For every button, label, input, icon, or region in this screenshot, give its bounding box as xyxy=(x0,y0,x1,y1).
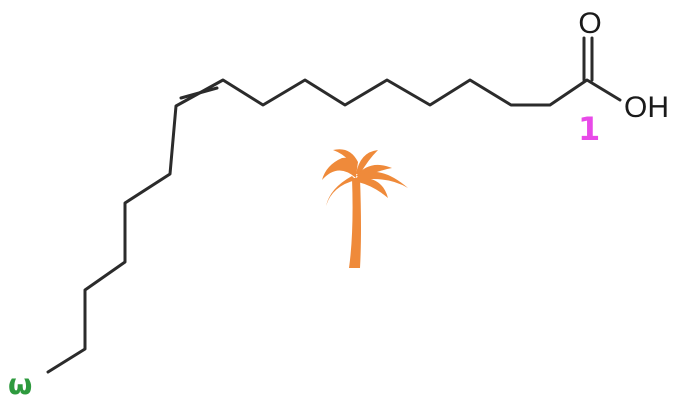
hydroxyl-label: OH xyxy=(624,91,669,124)
cis-double-bond xyxy=(179,86,219,100)
alpha-carbon-marker: 1 xyxy=(578,110,600,148)
palm-tree-icon xyxy=(322,149,408,268)
omega-end-marker: ω xyxy=(8,368,32,401)
carbonyl-oxygen-label: O xyxy=(578,7,601,40)
carbon-chain-bonds xyxy=(46,78,622,374)
